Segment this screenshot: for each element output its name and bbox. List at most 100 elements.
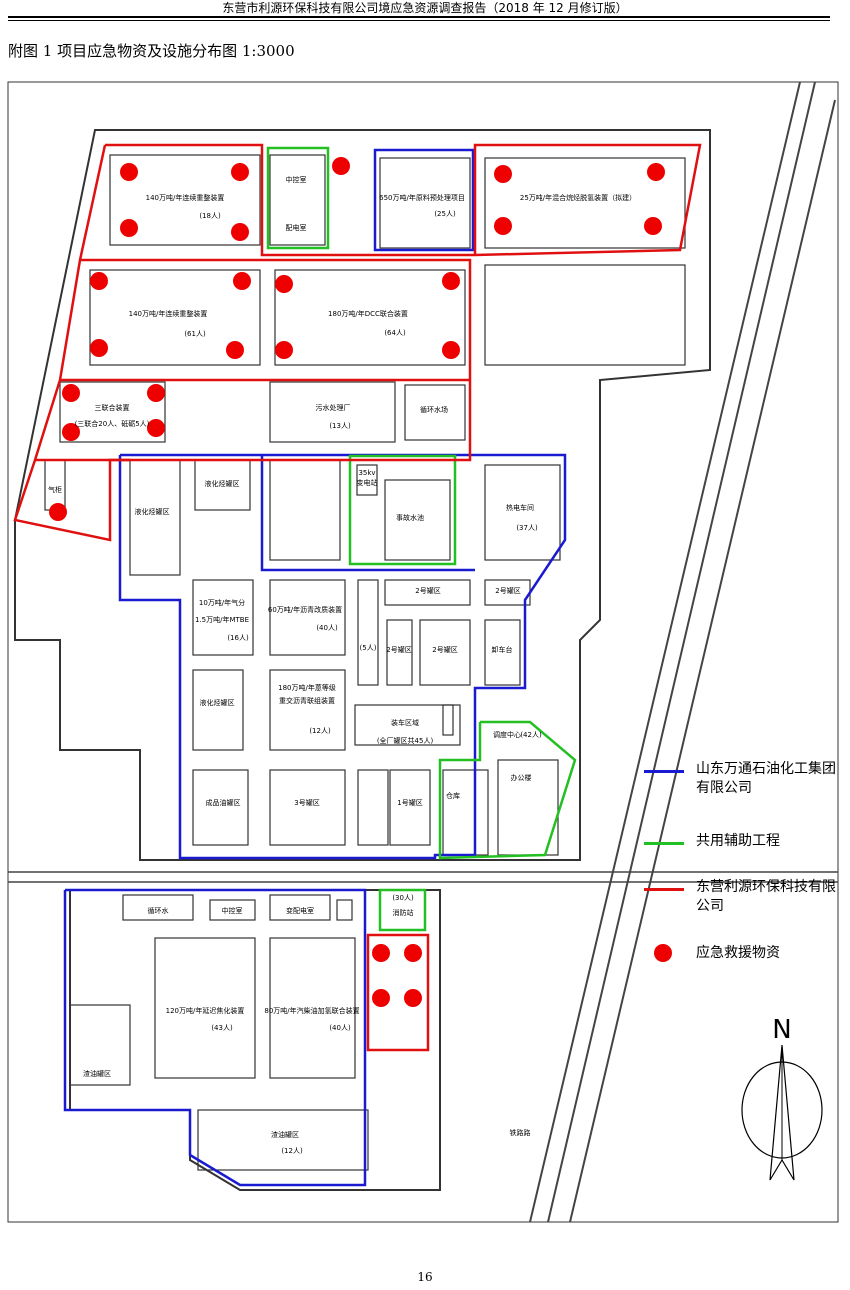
map-label: 1号罐区 <box>397 798 422 807</box>
supply-dot <box>404 944 422 962</box>
map-label: 液化烃罐区 <box>200 698 235 707</box>
map-label: 80万吨/年汽柴油加氢联合装置 <box>264 1006 359 1015</box>
map-label: 热电车间 <box>506 503 534 512</box>
supply-dot <box>62 384 80 402</box>
page-number: 16 <box>417 1270 433 1284</box>
legend-label: 共用辅助工程 <box>696 833 780 849</box>
map-label: 中控室 <box>222 906 243 915</box>
map-label: 25万吨/年混合烷烃脱氢装置（拟建） <box>520 193 636 202</box>
supply-dot <box>147 384 165 402</box>
supply-dot <box>647 163 665 181</box>
supply-dot <box>494 165 512 183</box>
legend-swatch-dot <box>654 944 672 962</box>
supply-dot <box>494 217 512 235</box>
map-label: 办公楼 <box>511 773 532 782</box>
map-label: 渣油罐区 <box>83 1069 111 1078</box>
supply-dot <box>275 275 293 293</box>
map-label: (25人) <box>434 210 456 218</box>
supply-dot <box>372 989 390 1007</box>
figure-title: 附图 1 项目应急物资及设施分布图 1:3000 <box>8 42 295 60</box>
map-label: 卸车台 <box>492 645 513 654</box>
legend-swatch-red <box>644 888 684 891</box>
map-label: 液化烃罐区 <box>205 479 240 488</box>
supply-dot <box>90 272 108 290</box>
plant-outline <box>14 129 711 861</box>
supply-dot <box>120 163 138 181</box>
map-label: 3号罐区 <box>294 798 319 807</box>
map-label: (64人) <box>384 329 406 337</box>
map-label: 事故水池 <box>396 513 424 522</box>
svg-text:N: N <box>772 1015 791 1045</box>
boundary-liyuan <box>13 143 702 1052</box>
map-label: 液化烃罐区 <box>135 507 170 516</box>
map-label: (40人) <box>316 624 338 632</box>
map-label: 140万吨/年连续重整装置 <box>129 309 208 318</box>
map-label: 污水处理厂 <box>316 403 351 412</box>
supply-dot <box>275 341 293 359</box>
header-rule-thin <box>8 20 830 21</box>
header-rule <box>8 16 830 18</box>
map-label: 1.5万吨/年MTBE <box>195 615 249 624</box>
map-label: 渣油罐区 <box>271 1130 299 1139</box>
map-label: (12人) <box>281 1147 303 1155</box>
legend-swatch-green <box>644 842 684 845</box>
map-label: 10万吨/年气分 <box>199 598 245 607</box>
map-label: (16人) <box>227 634 249 642</box>
main-road <box>8 871 838 883</box>
legend-item-supplies: 应急救援物资 <box>640 944 850 984</box>
legend-item-wantong: 山东万通石油化工集团有限公司 <box>640 760 850 800</box>
map-label: 2号罐区 <box>415 586 440 595</box>
supply-dot <box>90 339 108 357</box>
legend-item-liyuan: 东营利源环保科技有限公司 <box>640 878 850 918</box>
map-label: 140万吨/年连续重整装置 <box>146 193 225 202</box>
map-label: (43人) <box>211 1024 233 1032</box>
supply-dot <box>120 219 138 237</box>
map-label: (37人) <box>516 524 538 532</box>
map-label: 变配电室 <box>286 906 314 915</box>
compass-icon: N <box>741 1015 823 1181</box>
map-label: 铁路路 <box>510 1128 531 1137</box>
map-label: 中控室 <box>286 175 307 184</box>
map-label: 650万吨/年原料预处理项目 <box>379 193 465 202</box>
supply-dot <box>332 157 350 175</box>
map-label: 装车区域 <box>391 718 419 727</box>
map-label: (42人) <box>520 731 542 739</box>
legend-item-shared: 共用辅助工程 <box>640 832 850 872</box>
map-label: 消防站 <box>393 908 414 917</box>
map-label: (61人) <box>184 330 206 338</box>
map-label: (30人) <box>392 894 414 902</box>
map-frame <box>7 81 839 1223</box>
header-text: 东营市利源环保科技有限公司境应急资源调查报告（2018 年 12 月修订版） <box>222 1 628 15</box>
railway <box>529 81 836 1223</box>
supply-dot <box>231 223 249 241</box>
map-label: 2号罐区 <box>432 645 457 654</box>
supply-dot <box>442 341 460 359</box>
supply-dot <box>233 272 251 290</box>
map-label: 循环水场 <box>420 405 448 414</box>
map-label: 60万吨/年沥青改质装置 <box>268 605 342 614</box>
map-label: 35kv <box>358 469 375 477</box>
map-label: (三联合20人、砥砺5人) <box>75 419 150 428</box>
map-label: 循环水 <box>148 906 169 915</box>
map-label: 180万吨/年DCC联合装置 <box>328 309 408 318</box>
map-label: 2号罐区 <box>495 586 520 595</box>
map-labels: 140万吨/年连续重整装置 (18人) 中控室 配电室 650万吨/年原料预处理… <box>48 175 636 1155</box>
map-label: (全厂罐区共45人) <box>377 736 434 745</box>
map-label: 变电站 <box>357 478 378 487</box>
map-label: 180万吨/年蒽等级 <box>278 683 336 692</box>
boundary-shared <box>266 146 577 932</box>
map-label: (12人) <box>309 727 331 735</box>
map-label: 成品油罐区 <box>206 798 241 807</box>
map-label: 重交沥青联组装置 <box>279 696 335 705</box>
map-label: (5人) <box>360 644 377 652</box>
emergency-supply-dots <box>49 157 665 1007</box>
supply-dot <box>404 989 422 1007</box>
map-label: (18人) <box>199 212 221 220</box>
map-label: (13人) <box>329 422 351 430</box>
supply-dot <box>226 341 244 359</box>
map-label: (40人) <box>329 1024 351 1032</box>
legend-label: 东营利源环保科技有限公司 <box>696 879 836 914</box>
legend-label: 山东万通石油化工集团有限公司 <box>696 761 836 796</box>
site-map: 140万吨/年连续重整装置 (18人) 中控室 配电室 650万吨/年原料预处理… <box>7 81 839 1223</box>
supply-dot <box>147 419 165 437</box>
